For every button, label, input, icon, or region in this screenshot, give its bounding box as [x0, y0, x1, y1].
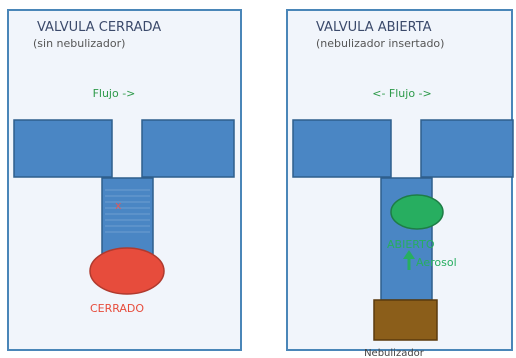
- closed-x-mark: x: [115, 199, 122, 212]
- closed-right-pipe: [141, 119, 235, 178]
- aerosol-label: Aerosol: [416, 256, 457, 269]
- open-state-label: ABIERTO: [387, 238, 435, 251]
- closed-panel-subtitle: (sin nebulizador): [33, 37, 125, 50]
- open-panel-title: VALVULA ABIERTA: [316, 20, 432, 35]
- closed-stem-hatching: [105, 189, 150, 233]
- closed-left-pipe: [13, 119, 113, 178]
- nebulizer-label: Nebulizador: [364, 348, 425, 358]
- open-left-pipe: [292, 119, 392, 178]
- closed-valve-seal: [89, 247, 165, 295]
- closed-flow-label: Flujo ->: [93, 87, 136, 100]
- open-valve-seal: [390, 194, 444, 230]
- closed-panel-title: VALVULA CERRADA: [37, 20, 161, 35]
- open-right-pipe: [420, 119, 514, 178]
- open-flow-label: <- Flujo ->: [372, 87, 432, 100]
- open-panel-subtitle: (nebulizador insertado): [316, 37, 444, 50]
- aerosol-arrow-icon: [403, 250, 415, 270]
- nebulizer-device: [373, 299, 438, 341]
- closed-valve-panel: VALVULA CERRADA (sin nebulizador) Flujo …: [7, 9, 242, 351]
- open-valve-panel: VALVULA ABIERTA (nebulizador insertado) …: [286, 9, 514, 358]
- closed-state-label: CERRADO: [90, 302, 144, 315]
